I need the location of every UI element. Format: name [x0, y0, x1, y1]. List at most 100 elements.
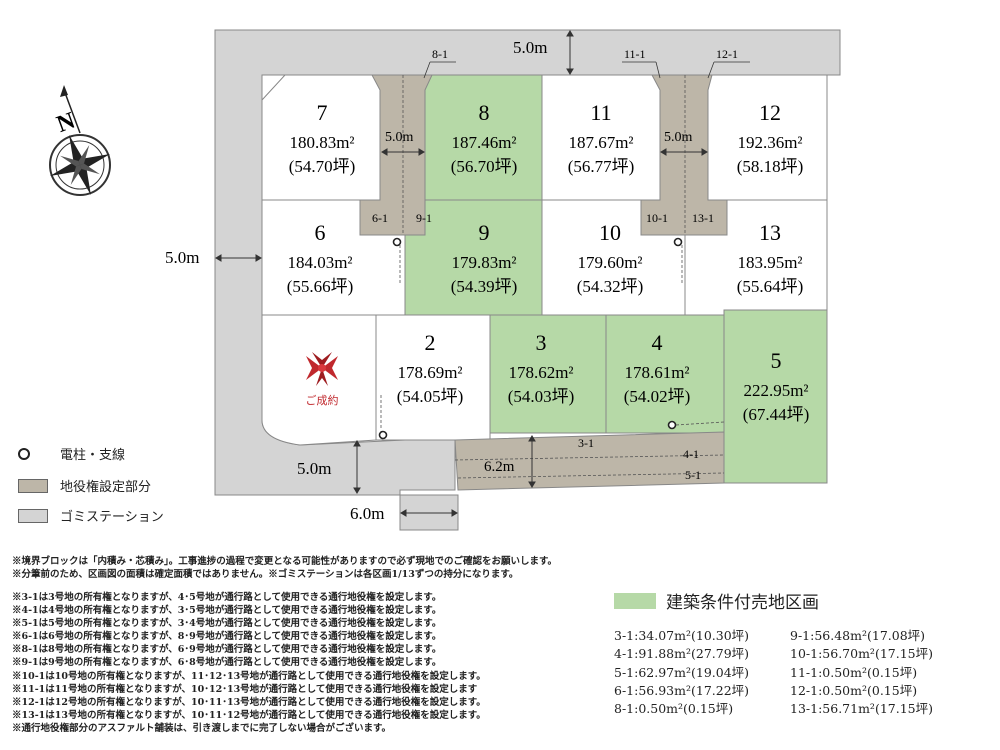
tag-4-1: 4-1: [683, 447, 699, 461]
note-line: ※4-1は4号地の所有権となりますが、3･5号地が通行路として使用できる通行地役…: [12, 605, 442, 617]
lot-area: 187.46m²: [451, 133, 516, 152]
lot-tsubo: (67.44坪): [743, 405, 810, 424]
lot-tsubo: (54.32坪): [577, 277, 644, 296]
lot-number: 4: [652, 330, 663, 355]
lot-area: 178.61m²: [624, 363, 689, 382]
top-road-dim: 5.0m: [513, 38, 547, 57]
area-line: 10-1:56.70m²(17.15坪): [790, 646, 933, 662]
notes-top: ※境界ブロックは「内積み・芯積み」。工事進捗の過程で変更となる可能性がありますの…: [12, 555, 557, 581]
lot-tsubo: (54.03坪): [508, 387, 575, 406]
note-line: ※3-1は3号地の所有権となりますが、4･5号地が通行路として使用できる通行地役…: [12, 592, 442, 603]
pole-icon: [667, 420, 677, 430]
tag-10-1: 10-1: [646, 211, 668, 225]
note-line: ※6-1は6号地の所有権となりますが、8･9号地が通行路として使用できる通行地役…: [12, 631, 442, 643]
note-line: ※9-1は9号地の所有権となりますが、6･8号地が通行路として使用できる通行地役…: [12, 657, 442, 669]
legend-easement-label: 地役権設定部分: [60, 480, 152, 495]
easement-swatch: [18, 478, 48, 493]
tag-12-1: 12-1: [716, 47, 738, 61]
tag-8-1: 8-1: [432, 47, 448, 61]
pole-icon: [18, 447, 30, 460]
site-plan: N ご成約 7 180.83m² (54.70坪) 8 187.46m² (56.70坪)…: [49, 29, 841, 531]
pole-icon: [392, 237, 402, 247]
lot-number: 3: [536, 330, 547, 355]
lot-5-shape: [723, 309, 828, 484]
ribbon-icon: [306, 352, 338, 386]
lot-number: 10: [599, 220, 621, 245]
legend-easement: 地役権設定部分: [18, 476, 151, 495]
note-line: ※11-1は11号地の所有権となりますが、10･12･13号地が通行路として使用…: [12, 683, 478, 695]
lot-tsubo: (56.70坪): [451, 157, 518, 176]
lane-b-dim: 5.0m: [664, 130, 693, 145]
tag-13-1: 13-1: [692, 211, 714, 225]
lot-number: 11: [590, 100, 611, 125]
lot-tsubo: (55.64坪): [737, 277, 804, 296]
lot-number: 12: [759, 100, 781, 125]
note-line: ※12-1は12号地の所有権となりますが、10･11･13号地が通行路として使用…: [12, 696, 486, 708]
lot-number: 2: [425, 330, 436, 355]
lot-3-shape: [489, 314, 607, 434]
lot-number: 7: [317, 100, 328, 125]
easement-areas-right: 9-1:56.48m²(17.08坪) 10-1:56.70m²(17.15坪)…: [790, 627, 933, 718]
bottom-road-dim: 5.0m: [297, 459, 331, 478]
lot-area: 183.95m²: [737, 253, 802, 272]
lane-a-dim: 5.0m: [385, 130, 414, 145]
lot-area: 178.62m²: [508, 363, 573, 382]
tag-3-1: 3-1: [578, 436, 594, 450]
note-line: ※8-1は8号地の所有権となりますが、6･9号地が通行路として使用できる通行地役…: [12, 644, 442, 656]
lot-area: 180.83m²: [289, 133, 354, 152]
area-line: 9-1:56.48m²(17.08坪): [790, 628, 926, 643]
left-road-dim: 5.0m: [165, 248, 199, 267]
note-line: ※分筆前のため、区画図の面積は確定面積ではありません。※ゴミステーションは各区画…: [12, 569, 519, 580]
tag-11-1: 11-1: [624, 47, 646, 61]
lane-c-dim: 6.2m: [484, 459, 515, 475]
pole-icon: [378, 430, 388, 440]
legend-green: 建築条件付売地区画: [614, 588, 819, 613]
lot-area: 187.67m²: [568, 133, 633, 152]
lot-area: 179.83m²: [451, 253, 516, 272]
lot-number: 13: [759, 220, 781, 245]
lot-tsubo: (54.39坪): [451, 277, 518, 296]
note-line: ※13-1は13号地の所有権となりますが、10･11･12号地が通行路として使用…: [12, 709, 486, 721]
bottom-road2-dim: 6.0m: [350, 504, 384, 523]
lot-area: 184.03m²: [287, 253, 352, 272]
area-line: 13-1:56.71m²(17.15坪): [790, 701, 933, 717]
area-line: 11-1:0.50m²(0.15坪): [790, 664, 918, 680]
legend-garbage: ゴミステーション: [18, 506, 164, 525]
note-line: ※5-1は5号地の所有権となりますが、3･4号地が通行路として使用できる通行地役…: [12, 618, 442, 630]
lot-tsubo: (54.02坪): [624, 387, 691, 406]
tag-6-1: 6-1: [372, 211, 388, 225]
lot-9-shape: [404, 199, 543, 316]
lot-4-shape: [605, 314, 725, 434]
lot-tsubo: (54.70坪): [289, 157, 356, 176]
lot-area: 178.69m²: [397, 363, 462, 382]
compass-icon: [49, 85, 111, 196]
area-line: 3-1:34.07m²(10.30坪): [614, 628, 750, 643]
lot-area: 179.60m²: [577, 253, 642, 272]
note-line: ※10-1は10号地の所有権となりますが、11･12･13号地が通行路として使用…: [12, 670, 486, 682]
legend-pole-label: 電柱・支線: [60, 448, 126, 463]
lot-tsubo: (56.77坪): [568, 157, 635, 176]
area-line: 4-1:91.88m²(27.79坪): [614, 646, 750, 662]
lot-8-shape: [424, 74, 543, 201]
legend-garbage-label: ゴミステーション: [60, 510, 164, 525]
sold-label: ご成約: [306, 393, 339, 407]
lot-labels: 7 180.83m² (54.70坪) 8 187.46m² (56.70坪) 11 187.…: [287, 100, 810, 424]
area-line: 8-1:0.50m²(0.15坪): [614, 701, 734, 717]
lot-tsubo: (54.05坪): [397, 387, 464, 406]
lot-tsubo: (55.66坪): [287, 277, 354, 296]
garbage-swatch: [18, 508, 48, 523]
lot-area: 192.36m²: [737, 133, 802, 152]
lot-tsubo: (58.18坪): [737, 157, 804, 176]
easement-areas-left: 3-1:34.07m²(10.30坪) 4-1:91.88m²(27.79坪) …: [614, 627, 749, 718]
lot-number: 8: [479, 100, 490, 125]
notes-list: ※3-1は3号地の所有権となりますが、4･5号地が通行路として使用できる通行地役…: [12, 591, 486, 735]
tag-5-1: 5-1: [685, 468, 701, 482]
legend-green-label: 建築条件付売地区画: [666, 593, 819, 613]
easement-shapes: [359, 74, 728, 491]
pole-icon: [673, 237, 683, 247]
note-line: ※通行地役権部分のアスファルト舗装は、引き渡しまでに完了しない場合がございます。: [12, 722, 392, 734]
compass-north-label: N: [53, 107, 79, 138]
tag-9-1: 9-1: [416, 211, 432, 225]
lot-number: 5: [771, 348, 782, 373]
lot-area: 222.95m²: [743, 381, 808, 400]
